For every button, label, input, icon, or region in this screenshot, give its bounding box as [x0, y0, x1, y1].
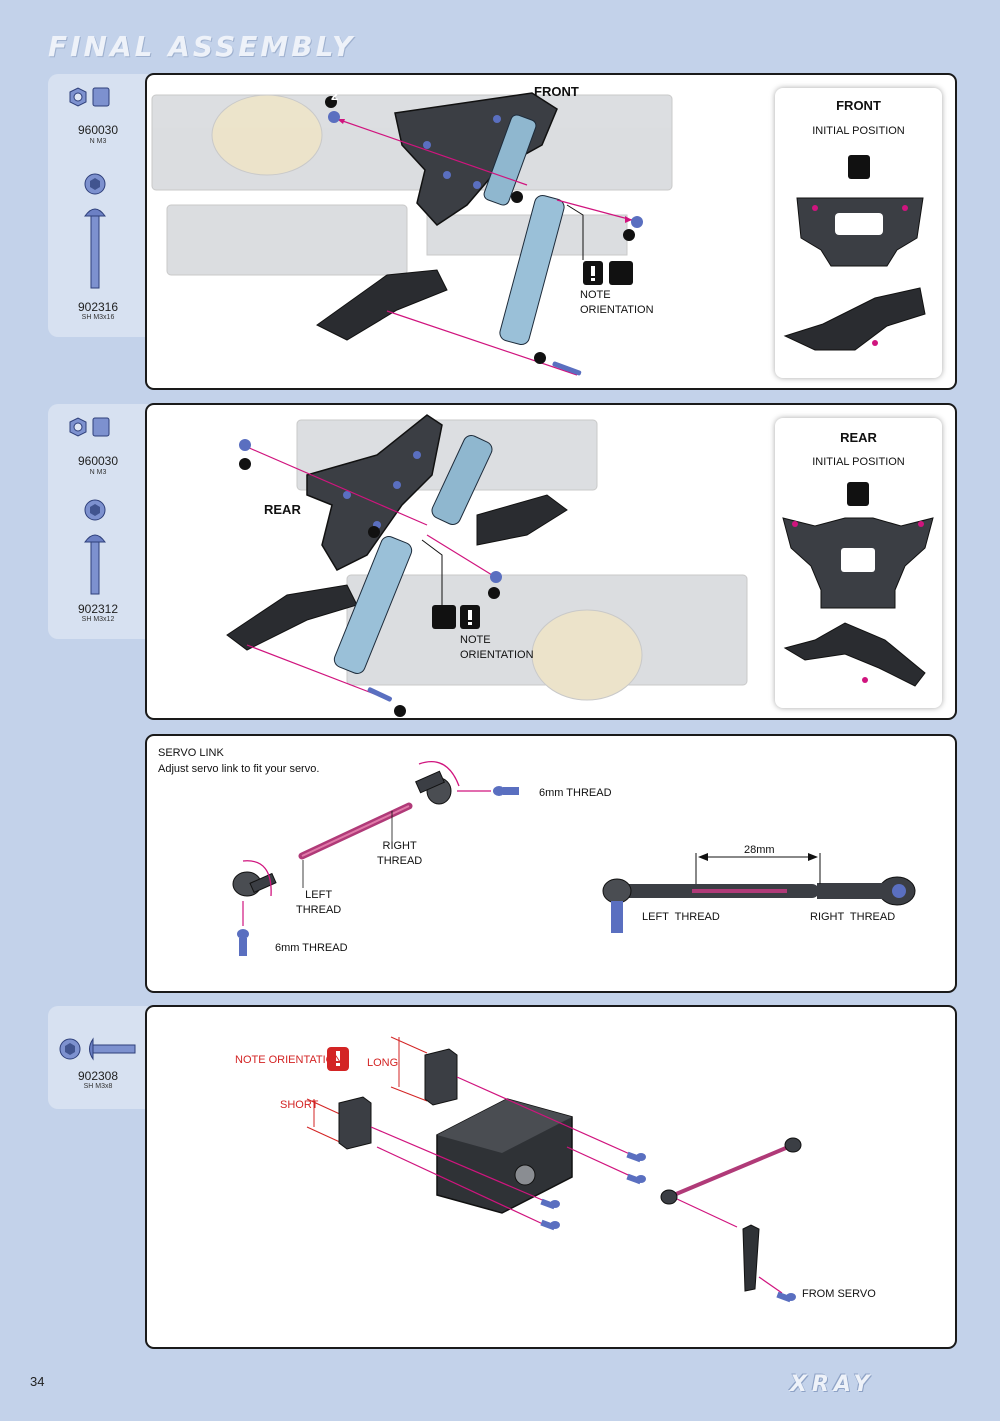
left-thread-label: LEFT THREAD — [296, 889, 342, 916]
parts-icons-step1 — [69, 87, 110, 289]
direction-mark: REAR — [264, 502, 301, 517]
servo-link-instruction: Adjust servo link to fit your servo. — [158, 763, 320, 775]
symmetry-icon — [847, 482, 869, 506]
part-code: 902312 — [77, 602, 119, 616]
part-code: 960030 — [77, 454, 119, 468]
inset-title: REAR — [840, 430, 877, 445]
part-spec: N M3 — [89, 138, 107, 145]
note-orientation-label: NOTE ORIENTATION — [580, 289, 654, 316]
callout-badge — [239, 458, 500, 717]
parts-bag-step2: 960030 N M3 902312 SH M3x12 — [48, 404, 148, 639]
front-shock-assembly-illustration — [151, 92, 673, 376]
dimension-label: 28mm — [744, 844, 775, 856]
initial-position-diagram — [783, 155, 926, 351]
part-code: 902308 — [77, 1069, 119, 1083]
step4-panel: NOTE ORIENTATION LONG SHORT FROM SERVO — [145, 1005, 957, 1349]
symmetry-icon — [609, 261, 633, 285]
rear-shock-assembly-illustration — [226, 414, 748, 717]
step2-panel: REAR NOTE ORIENTATION REAR INITIAL POSIT… — [145, 403, 957, 720]
from-servo-label: FROM SERVO — [802, 1288, 876, 1300]
symmetry-icon — [432, 605, 456, 629]
part-spec: SH M3x8 — [83, 1083, 113, 1090]
inset-subtitle: INITIAL POSITION — [812, 456, 905, 468]
thread-label: 6mm THREAD — [275, 942, 348, 954]
right-thread-detail-label: RIGHT THREAD — [810, 911, 896, 923]
symmetry-icon — [848, 155, 870, 179]
servo-mount-illustration — [306, 1036, 802, 1303]
page-number: 34 — [30, 1374, 45, 1389]
servo-link-heading: SERVO LINK — [158, 747, 224, 759]
inset-subtitle: INITIAL POSITION — [812, 125, 905, 137]
long-label: LONG — [367, 1057, 399, 1069]
nut-icon — [69, 87, 110, 107]
nut-icon — [69, 417, 110, 437]
part-spec: SH M3x12 — [81, 616, 115, 623]
thread-label: 6mm THREAD — [539, 787, 612, 799]
callout-badge — [325, 96, 635, 364]
initial-position-inset: REAR INITIAL POSITION — [775, 418, 942, 708]
note-orientation-label: NOTE ORIENTATION — [460, 634, 534, 661]
servo-link-illustration — [232, 760, 916, 956]
part-spec: N M3 — [89, 469, 107, 476]
parts-icons-step2 — [69, 417, 110, 595]
step3-panel: SERVO LINK Adjust servo link to fit your… — [145, 734, 957, 993]
screw-icon — [84, 173, 106, 289]
page-title: FINAL ASSEMBLY — [48, 30, 356, 63]
step1-panel: 2 FRONT NOTE ORIENTATION FRONT INITIAL P… — [145, 73, 957, 390]
parts-bag-step4: 902308 SH M3x8 — [48, 1006, 148, 1109]
part-code: 902316 — [77, 300, 119, 314]
part-spec: SH M3x16 — [81, 314, 115, 321]
right-thread-label: RIGHT THREAD — [377, 840, 423, 867]
note-orientation-label: NOTE ORIENTATION — [235, 1054, 343, 1066]
inset-title: FRONT — [836, 98, 881, 113]
left-thread-detail-label: LEFT THREAD — [642, 911, 720, 923]
short-label: SHORT — [280, 1099, 319, 1111]
parts-bag-step1: 960030 N M3 902316 SH M3x16 — [48, 74, 148, 337]
screw-icon — [84, 499, 106, 595]
parts-icons-step4 — [59, 1037, 136, 1061]
brand-logo: XRAY — [790, 1372, 875, 1397]
direction-mark: FRONT — [534, 84, 579, 99]
part-code: 960030 — [77, 123, 119, 137]
screw-icon — [59, 1037, 136, 1061]
initial-position-diagram — [782, 482, 934, 687]
initial-position-inset: FRONT INITIAL POSITION — [775, 88, 942, 378]
